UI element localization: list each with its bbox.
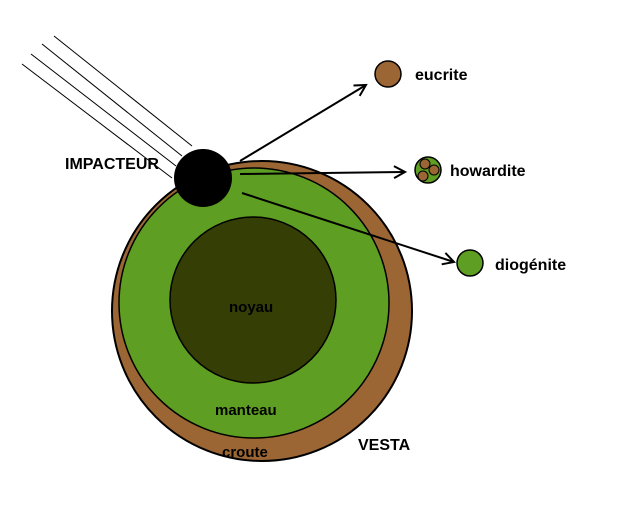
trajectory-line [30,53,177,167]
arrow-to-eucrite [239,85,366,162]
ejection-arrows [239,85,454,262]
mantle-label: manteau [215,402,277,419]
core-label: noyau [229,299,273,316]
impactor-body [174,149,232,207]
core-layer [169,216,337,384]
impactor-trajectory [21,35,193,179]
vesta-label: VESTA [358,437,411,454]
trajectory-line [21,63,173,179]
howardite-sample-icon [414,156,442,184]
trajectory-line [41,43,183,157]
diogenite-label: diogénite [495,257,566,274]
diogenite-sample-icon [456,249,484,277]
eucrite-label: eucrite [415,67,468,84]
crust-label: croute [222,444,268,461]
arrow-to-howardite [239,172,405,174]
arrow-to-diogenite [241,192,454,262]
eucrite-sample-icon [374,60,402,88]
howardite-label: howardite [450,163,526,180]
impactor-label: IMPACTEUR [65,156,159,173]
trajectory-line [53,35,193,147]
